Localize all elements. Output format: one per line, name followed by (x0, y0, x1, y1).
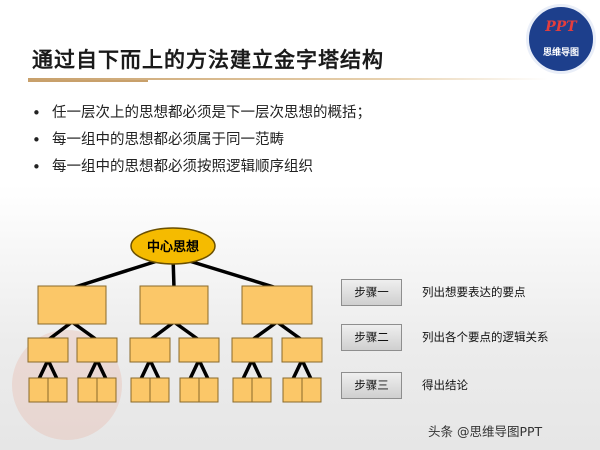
pyramid-level3-box (251, 377, 272, 403)
pyramid-level2-box (129, 337, 171, 363)
pyramid-level2-box (281, 337, 323, 363)
title-underline (28, 78, 548, 80)
step-one-description: 列出想要表达的要点 (422, 285, 526, 299)
pyramid-level3-box (232, 377, 253, 403)
pyramid-level3-box (77, 377, 98, 403)
step-three-description: 得出结论 (422, 378, 468, 392)
pyramid-connectors (36, 254, 314, 382)
footer-attribution: 头条 @思维导图PPT (428, 424, 543, 439)
root-node-label: 中心思想 (147, 239, 199, 255)
pyramid-level3-box (301, 377, 322, 403)
pyramid-level3-box (282, 377, 303, 403)
connector-line (250, 358, 264, 382)
connector-line (197, 358, 211, 382)
connector-line (148, 358, 162, 382)
connector-line (85, 358, 99, 382)
bullet-item: 每一组中的思想都必须属于同一范畴 (30, 127, 371, 154)
connector-line (46, 358, 60, 382)
pyramid-level3-box (47, 377, 68, 403)
step-three-button[interactable]: 步骤三 (341, 372, 402, 399)
connector-line (148, 320, 176, 342)
pyramid-level3-box (96, 377, 117, 403)
pyramid-level3-box (149, 377, 170, 403)
pyramid-level1-box (139, 285, 209, 325)
pyramid-level1-box (37, 285, 107, 325)
connector-line (36, 358, 50, 382)
pyramid-level1-box (241, 285, 313, 325)
pyramid-level2-box (27, 337, 69, 363)
step-two-description: 列出各个要点的逻辑关系 (422, 330, 549, 344)
pyramid-level2-box (231, 337, 273, 363)
pyramid-level3-box (130, 377, 151, 403)
pyramid-level2-box (178, 337, 220, 363)
pyramid-root-node (130, 227, 216, 265)
pyramid-level3-box (179, 377, 200, 403)
slide-title: 通过自下而上的方法建立金字塔结构 (32, 48, 384, 72)
connector-line (250, 320, 279, 342)
connector-line (275, 320, 304, 342)
logo-ppt-text: PPT (545, 19, 577, 35)
step-one-button[interactable]: 步骤一 (341, 279, 402, 306)
bullet-item: 每一组中的思想都必须按照逻辑顺序组织 (30, 154, 371, 181)
pyramid-level3-box (198, 377, 219, 403)
pyramid-level2-box (76, 337, 118, 363)
title-underline-accent (28, 80, 148, 82)
bullet-list: 任一层次上的思想都必须是下一层次思想的概括； 每一组中的思想都必须属于同一范畴 … (30, 100, 371, 181)
connector-line (290, 358, 304, 382)
bullet-item: 任一层次上的思想都必须是下一层次思想的概括； (30, 100, 371, 127)
connector-line (70, 320, 99, 342)
connector-line (300, 358, 314, 382)
step-two-button[interactable]: 步骤二 (341, 324, 402, 351)
connector-line (95, 358, 109, 382)
connector-line (138, 358, 152, 382)
logo-caption: 思维导图 (542, 48, 579, 58)
connector-line (240, 358, 254, 382)
connector-line (187, 358, 201, 382)
connector-line (46, 320, 74, 342)
connector-line (172, 320, 201, 342)
pyramid-nodes (27, 227, 323, 403)
pyramid-level3-box (28, 377, 49, 403)
brand-logo: PPT 思维导图 (526, 4, 596, 74)
